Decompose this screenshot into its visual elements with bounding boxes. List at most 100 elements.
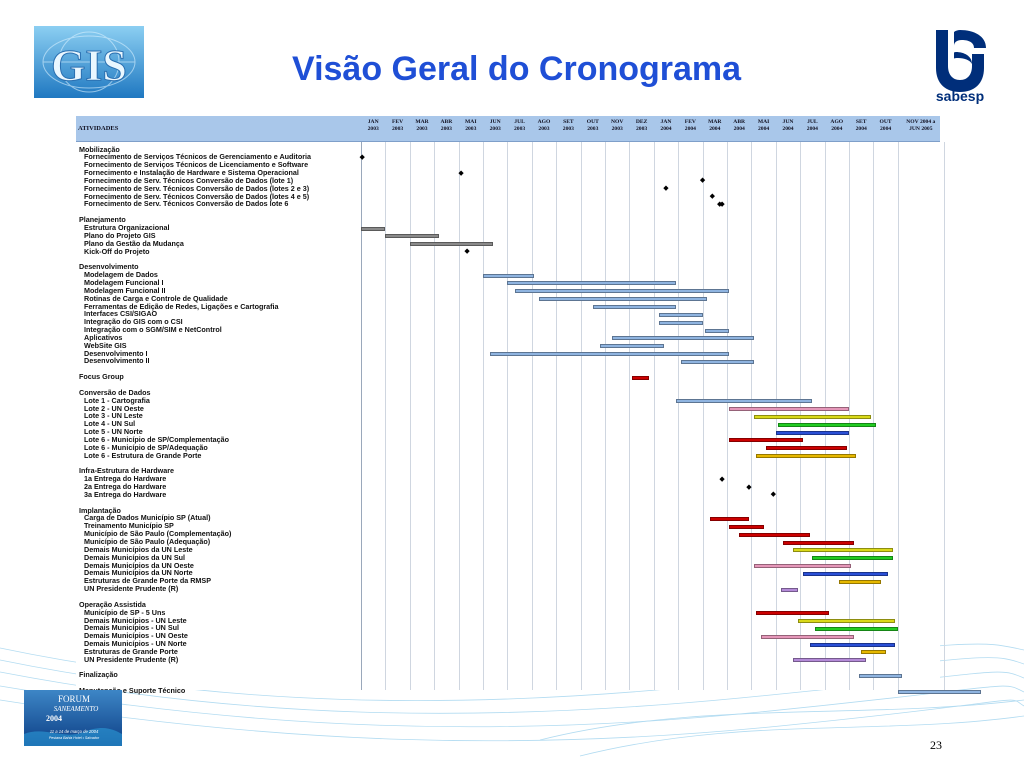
task-bar (797, 619, 896, 623)
grid-line (507, 142, 509, 690)
task-bar (792, 548, 893, 553)
gantt-task-row: Fornecimento de Serviços Técnicos de Lic… (76, 160, 940, 170)
svg-text:Pestana Bahia Hotel • Salvador: Pestana Bahia Hotel • Salvador (49, 736, 100, 740)
task-label: Fornecimento de Serviços Técnicos de Lic… (84, 160, 309, 170)
task-bar (897, 689, 981, 694)
task-label: Demais Municípios - UN Norte (84, 639, 187, 649)
task-bar (792, 658, 867, 663)
task-label: Lote 3 - UN Leste (84, 411, 143, 421)
grid-line (727, 142, 728, 690)
month-header-22: NOV 2004 a JUN 2005 (906, 119, 936, 132)
grid-line (531, 142, 533, 690)
task-label: Fornecimento de Serv. Técnicos Conversão… (84, 183, 310, 193)
task-bar (658, 312, 703, 317)
task-label: Município de SP - 5 Uns (84, 607, 166, 617)
task-bar (858, 673, 903, 678)
task-label: Ferramentas de Edição de Redes, Ligações… (84, 301, 279, 311)
gantt-group-row: Desenvolvimento (76, 263, 940, 272)
month-header-15: ABR 2004 (733, 119, 746, 132)
gantt-task-row: Rotinas de Carga e Controle de Qualidade (76, 294, 940, 303)
month-header-10: NOV 2003 (610, 119, 624, 132)
gantt-task-row: Estruturas de Grande Porte da RMSP (76, 577, 940, 586)
gantt-task-row: Lote 6 - Município de SP/Adequação (76, 442, 940, 452)
month-header-3: ABR 2003 (440, 119, 453, 132)
gantt-task-row: Fornecimento de Serv. Técnicos Conversão… (76, 192, 940, 201)
gantt-task-row: 1a Entrega do Hardware◆ (76, 475, 940, 484)
gantt-group-row: Planejamento (76, 215, 940, 225)
label-column-divider (361, 142, 362, 690)
task-label: UN Presidente Prudente (R) (84, 654, 179, 664)
gantt-task-row: Demais Municípios da UN Leste (76, 544, 940, 554)
gantt-task-row: Modelagem Funcional I (76, 278, 940, 287)
group-label: Manutenção e Suporte Técnico (79, 686, 186, 696)
task-label: Lote 6 - Estrutura de Grande Porte (84, 450, 202, 460)
group-label: Focus Group (79, 372, 124, 382)
task-bar (783, 540, 854, 545)
group-label: Planejamento (79, 215, 126, 225)
month-header-0: JAN 2003 (367, 119, 379, 132)
grid-line (678, 142, 680, 690)
grid-line (873, 142, 875, 690)
task-bar (385, 234, 440, 239)
task-label: Demais Municípios da UN Leste (84, 544, 193, 554)
gantt-task-row: Carga de Dados Município SP (Atual) (76, 514, 940, 523)
gantt-task-row (76, 664, 940, 672)
gantt-task-row: Demais Municípios - UN Oeste (76, 632, 940, 641)
month-header-19: AGO 2004 (830, 119, 844, 132)
task-label: Plano do Projeto GIS (84, 230, 156, 240)
milestone-diamond-icon: ◆ (458, 169, 464, 177)
svg-text:2004: 2004 (46, 714, 62, 723)
gantt-task-row: Plano da Gestão da Mudança (76, 239, 940, 248)
task-label: Lote 2 - UN Oeste (84, 403, 144, 413)
gantt-task-row (76, 460, 940, 468)
task-bar (802, 571, 889, 576)
gantt-task-row: Estrutura Organizacional (76, 224, 940, 233)
task-bar (766, 446, 847, 451)
task-bar (658, 320, 703, 325)
grid-line (629, 142, 631, 690)
gantt-group-row: Implantação (76, 506, 940, 515)
grid-line (434, 142, 436, 690)
gantt-task-row: Treinamento Município SP (76, 522, 940, 531)
task-label: Lote 6 - Município de SP/Adequação (84, 442, 208, 452)
month-header-18: JUL 2004 (806, 119, 818, 132)
task-label: Modelagem Funcional II (84, 285, 166, 295)
month-header-6: JUL 2003 (513, 119, 526, 132)
page-number: 23 (930, 738, 942, 752)
gantt-task-row: Interfaces CSI/SIGAO (76, 310, 940, 319)
task-label: Demais Municípios - UN Sul (84, 623, 180, 633)
milestone-diamond-icon: ◆ (464, 248, 470, 256)
svg-text:SANEAMENTO: SANEAMENTO (54, 705, 99, 713)
gantt-group-row: Focus Group (76, 372, 940, 382)
task-bar (483, 273, 535, 278)
month-header-7: AGO 2003 (537, 119, 551, 132)
gantt-task-row: Demais Municípios da UN Oeste (76, 561, 940, 570)
sabesp-wordmark: sabesp (935, 88, 985, 104)
grid-line (556, 142, 558, 690)
gantt-task-row: Município de SP - 5 Uns (76, 607, 940, 617)
task-bar (612, 336, 754, 341)
task-bar (729, 524, 764, 529)
task-bar (600, 344, 664, 349)
month-header-4: MAI 2003 (465, 119, 477, 132)
group-label: Infra-Estrutura de Hardware (79, 466, 175, 476)
task-label: Fornecimento de Serv. Técnicos Conversão… (84, 199, 289, 209)
task-bar (514, 289, 730, 294)
gantt-group-row: Mobilização (76, 145, 940, 154)
milestone-diamond-icon: ◆ (746, 483, 752, 491)
grid-line (751, 142, 753, 690)
gantt-task-row: Demais Municípios - UN Sul (76, 623, 940, 633)
task-bar (809, 642, 896, 647)
grid-line (385, 142, 387, 690)
gantt-group-row: Manutenção e Suporte Técnico (76, 686, 981, 696)
task-label: Fornecimento de Serviços Técnicos de Ger… (84, 152, 312, 162)
month-header-8: SET 2003 (562, 119, 574, 132)
task-label: Município de São Paulo (Complementação) (84, 529, 232, 539)
gantt-task-row: Desenvolvimento I (76, 349, 940, 358)
month-header-2: MAR 2003 (415, 119, 429, 132)
svg-text:11 a 14 de março de 2004: 11 a 14 de março de 2004 (50, 729, 99, 734)
month-header-13: FEV 2004 (684, 119, 696, 132)
task-label: Demais Municípios da UN Norte (84, 568, 193, 578)
